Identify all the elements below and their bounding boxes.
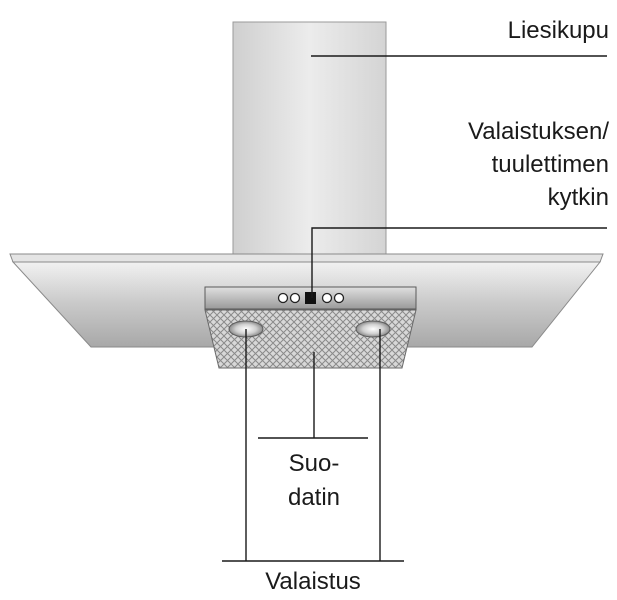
switch-label-line-1: Valaistuksen/	[468, 118, 609, 145]
lighting-label: Valaistus	[265, 568, 361, 595]
lamp-right	[355, 320, 391, 338]
control-button	[333, 292, 345, 304]
filter-label-line-1: Suo-	[288, 450, 340, 477]
control-button	[277, 292, 289, 304]
chimney-label: Liesikupu	[507, 17, 609, 44]
chimney-cover	[232, 21, 387, 255]
switch-label-line-2: tuulettimen	[491, 151, 609, 178]
control-button	[289, 292, 301, 304]
control-button	[321, 292, 333, 304]
leader-line-switch	[311, 227, 607, 298]
canopy-top-plate	[9, 253, 604, 263]
switch-label-line-3: kytkin	[547, 184, 609, 211]
filter-label-line-2: datin	[287, 484, 341, 511]
control-display	[305, 292, 316, 304]
grease-filter	[204, 309, 417, 369]
